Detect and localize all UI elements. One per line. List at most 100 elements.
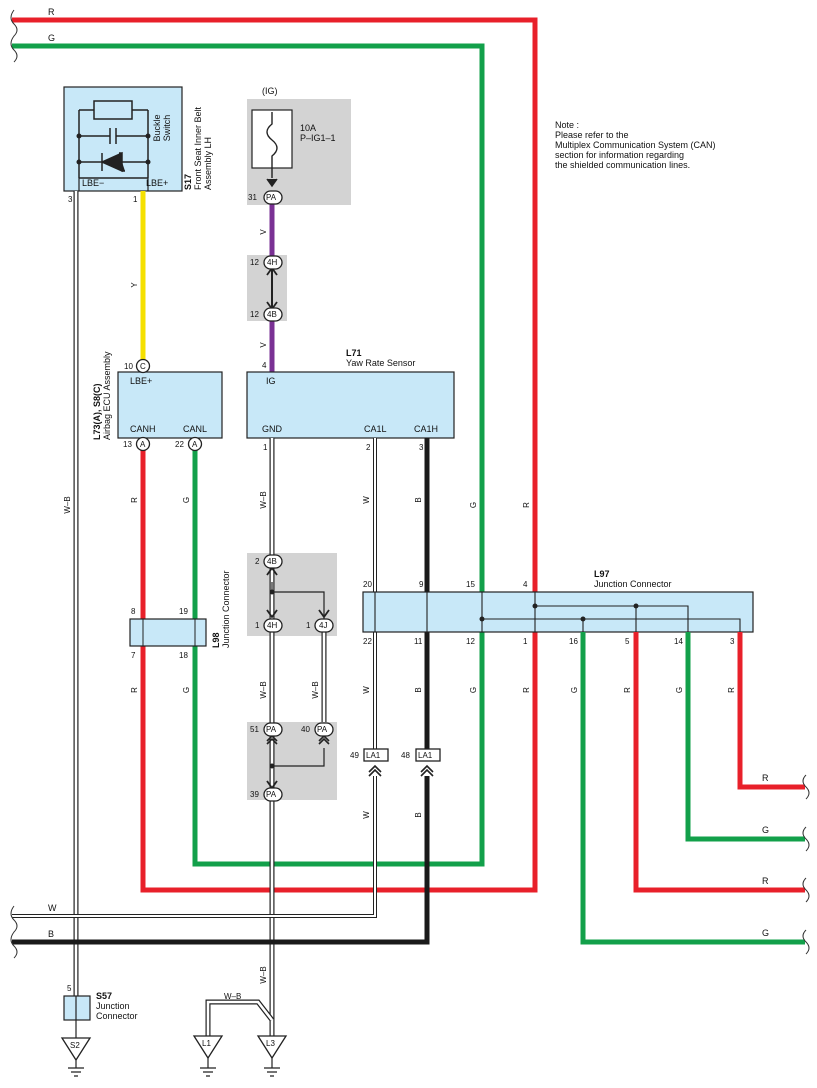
wire-out-g1-v-label: G [675,687,684,693]
conn-4j-label: 4J [319,621,327,630]
wire-out-r1 [737,632,805,790]
s57-pin: 5 [67,984,72,993]
ground-s2 [60,1037,92,1077]
conn-4h-mid-pin: 1 [255,621,260,630]
conn-pa-39-pin: 39 [250,790,259,799]
wire-r-canh-label-1: R [130,497,139,503]
note-line1: Note : [555,120,579,130]
l97-box [362,591,754,633]
fuse-symbol [266,112,278,178]
wire-v-label-2: V [259,342,268,348]
top-bus-r [12,17,538,592]
fuse-pin: 31 [248,193,257,202]
conn-4h-top-label: 4H [267,258,277,267]
s57-name-2: Connector [96,1011,138,1021]
conn-la1-left-pin: 49 [350,751,359,760]
wire-out-r1-v-label: R [727,687,736,693]
wire-wb-s17-label: W–B [63,496,72,513]
l97-bot-pin-22: 22 [363,637,372,646]
l71-ca1l-label: CA1L [364,424,387,434]
conn-la1-left [363,748,389,762]
s8-canh-pin: 13 [123,440,132,449]
fuse-ig-label: (IG) [262,86,278,96]
l98-pin-8: 8 [131,607,136,616]
conn-4h-top-pin: 12 [250,258,259,267]
break-mark-right [802,774,810,955]
l71-box [246,371,455,439]
l71-gnd-pin: 1 [263,443,268,452]
s17-pin-3: 3 [68,195,73,204]
buckle-switch-diode [79,151,148,173]
conn-pa-39 [263,787,283,802]
conn-pa-40-label: PA [317,725,328,734]
note-line3: Multiplex Communication System (CAN) [555,140,716,150]
l71-ca1h-pin: 3 [419,443,424,452]
conn-pa-51 [263,722,283,737]
conn-4b-top-label: 4B [267,310,277,319]
l97-bot-pin-5: 5 [625,637,630,646]
conn-pa-51-pin: 51 [250,725,259,734]
wire-b-ca1h-label-3: B [414,812,423,817]
l97-bot-pin-16: 16 [569,637,578,646]
l98-pin-18: 18 [179,651,188,660]
fuse-name: P–IG1–1 [300,133,336,143]
s8-lbe-pin: 10 [124,362,133,371]
wire-out-r2 [633,632,805,893]
conn-la1-right-pin: 48 [401,751,410,760]
buckle-switch-capacitor [79,128,148,144]
note-line5: the shielded communication lines. [555,160,690,170]
conn-c-lbe [135,358,151,374]
s8-box [117,371,223,439]
wire-r-canh [140,450,538,893]
l71-gnd-label: GND [262,424,283,434]
l97-bot-pin-1: 1 [523,637,528,646]
l71-name: Yaw Rate Sensor [346,358,415,368]
wire-b-ca1h-label-2: B [414,687,423,692]
s57-code: S57 [96,991,112,1001]
s17-name-line2: Assembly LH [203,137,213,190]
s17-code: S17 [183,174,193,190]
note-line2: Please refer to the [555,130,629,140]
wire-wb-gnd-label-1: W–B [259,491,268,508]
l97-bot-pin-12: 12 [466,637,475,646]
conn-pa-40 [314,722,334,737]
top-bus-g [12,43,485,592]
note-line4: section for information regarding [555,150,684,160]
wire-out-g2-v-label: G [570,687,579,693]
buckle-switch-label-1: Buckle [152,114,162,141]
conn-a-canl [187,436,203,452]
conn-4h-mid-label: 4H [267,621,277,630]
wire-wb-gnd-label-3: W–B [259,966,268,983]
l97-top-pin-9: 9 [419,580,424,589]
l98-pin-19: 19 [179,607,188,616]
s8-name: Airbag ECU Assembly [102,351,112,440]
l98-name: Junction Connector [221,570,231,648]
l71-ig-label: IG [266,376,276,386]
fuse-rating: 10A [300,123,316,133]
s8-canl-label: CANL [183,424,207,434]
wire-wb-l1-label: W–B [224,992,241,1001]
top-bus-r-label: R [48,7,55,17]
wire-out-g1-label: G [762,825,769,835]
conn-4j [314,618,334,633]
s17-box [63,86,183,192]
l71-ig-pin: 4 [262,361,267,370]
wire-w-ca1l-label-3: W [362,811,371,819]
s8-code: L73(A), S8(C) [92,383,102,440]
wire-out-r2-label: R [762,876,769,886]
conn-a-canh [135,436,151,452]
s17-pin-lbe-plus-label: LBE+ [146,178,168,188]
s8-canl-pin: 22 [175,440,184,449]
conn-4b-mid-pin: 2 [255,557,260,566]
wire-wb-gnd-label-2: W–B [259,681,268,698]
l98-code: L98 [211,632,221,648]
wire-g-canl [192,450,485,867]
wire-wb-4j-label: W–B [311,681,320,698]
break-mark-top [10,9,18,63]
ground-s2-label: S2 [70,1041,80,1050]
bottom-bus-b-label: B [48,929,54,939]
l71-ca1l-pin: 2 [366,443,371,452]
break-mark-bottom [10,905,18,959]
s57-box [63,995,91,1021]
